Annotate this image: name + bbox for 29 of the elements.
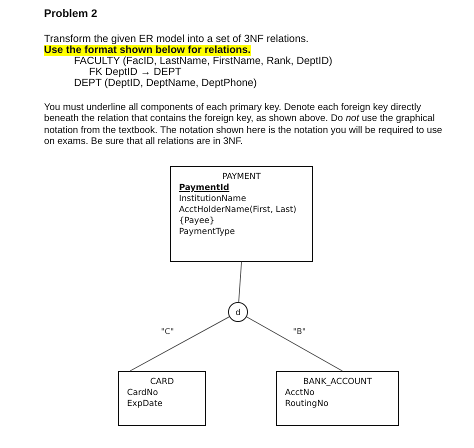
attribute: ExpDate [127,398,163,409]
entity-name: PAYMENT [222,171,261,182]
attribute: AcctHolderName(First, Last) [179,204,296,215]
instruction-text: Transform the given ER model into a set of 3NF relations. [44,34,309,45]
edge-label: "B" [292,327,307,336]
entity-name: BANK_ACCOUNT [303,376,372,387]
attribute: CardNo [127,387,158,398]
connector-line [246,316,343,372]
entity-box [276,371,399,426]
connector-line [238,262,242,302]
relation-text: FACULTY (FacID, LastName, FirstName, Rank, DeptID) [74,56,332,67]
edge-label: "C" [160,327,175,336]
entity-name: CARD [150,376,174,387]
attribute: AcctNo [285,387,314,398]
attribute: PaymentType [179,226,235,237]
foreign-key-text: FK DeptID → DEPT [89,67,182,78]
relation-text: DEPT (DeptID, DeptName, DeptPhone) [74,78,257,89]
instruction-paragraph: You must underline all components of each primary key. Denote each foreign key directly beneath the relation that contains the foreign key, as shown above. Do not use the graphical notation from the textbook. The notation shown here is the notation you will be required to use on exams. Be sure that all relations are in 3NF. [44,102,444,148]
connector-line [130,316,230,372]
constraint-symbol: d [235,306,241,318]
disjoint-circle [228,302,248,322]
entity-box [118,371,206,426]
problem-heading: Problem 2 [44,9,98,20]
attribute: RoutingNo [285,398,328,409]
attribute: {Payee} [179,215,215,226]
primary-key-attribute: PaymentId [179,182,230,193]
attribute: InstitutionName [179,193,246,204]
entity-box [170,166,313,262]
highlighted-instruction: Use the format shown below for relations. [44,45,251,56]
